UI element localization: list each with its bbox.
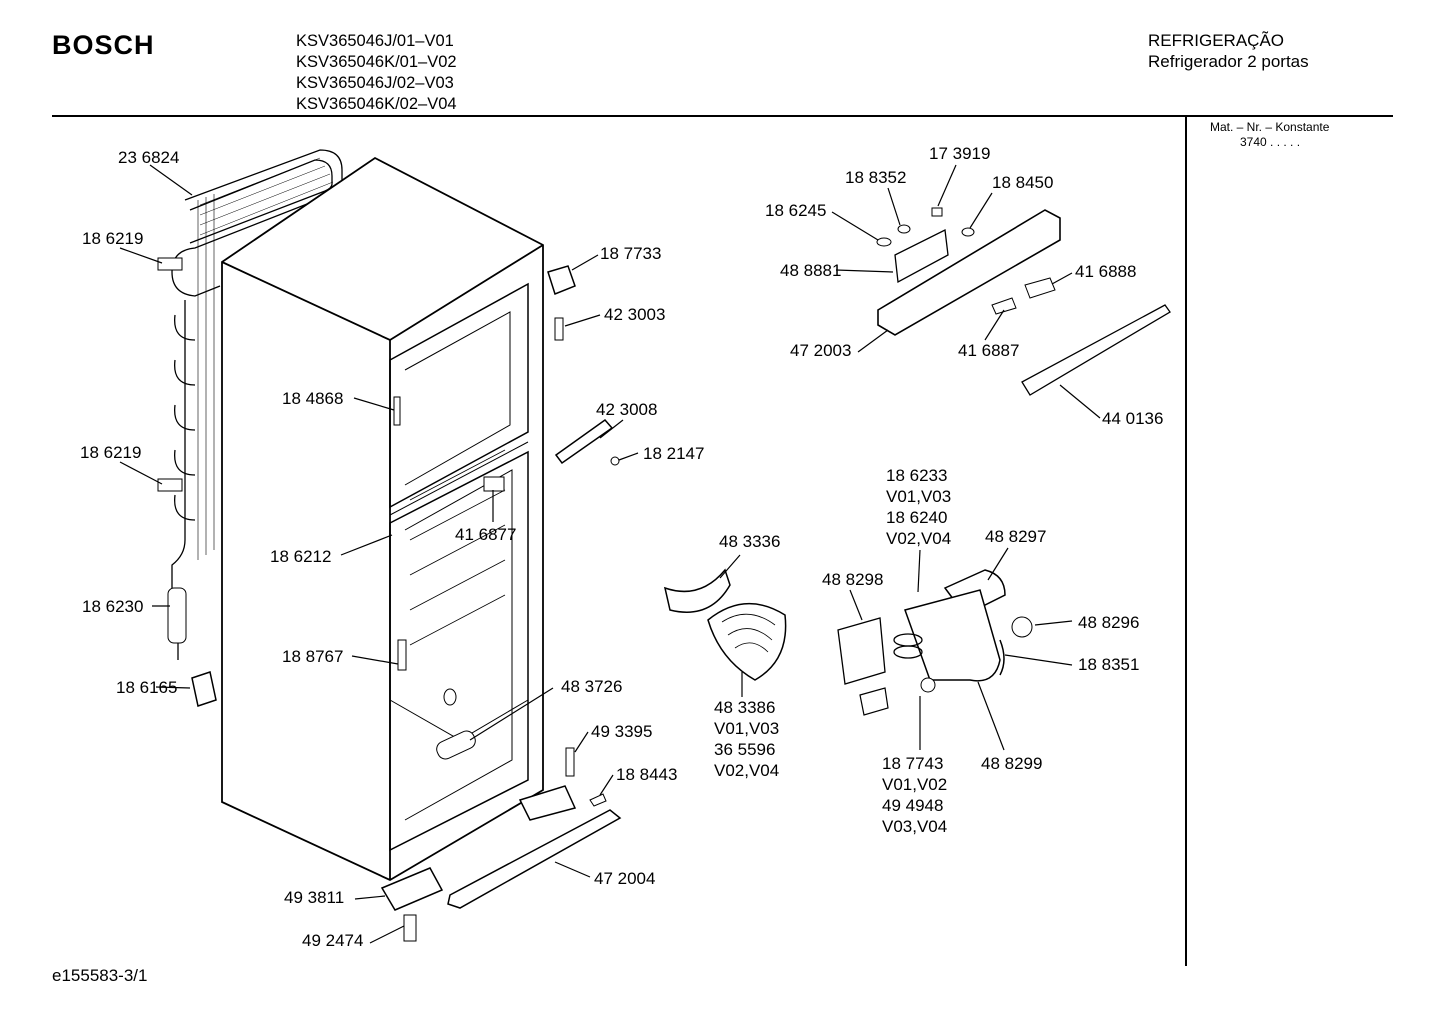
part-label-365596: 36 5596: [714, 740, 775, 759]
model-number-1: KSV365046J/01–V01: [296, 32, 454, 50]
model-number-4: KSV365046K/02–V04: [296, 95, 457, 113]
motor-187743-icon: [920, 677, 936, 693]
trim-strip-icon: [1021, 304, 1171, 396]
model-number-3: KSV365046J/02–V03: [296, 74, 454, 92]
hinge-bottom-icon: [518, 785, 577, 821]
label-416887-icon: [991, 297, 1017, 315]
sensor-186245-icon: [876, 237, 892, 247]
part-label-488297: 48 8297: [985, 527, 1046, 546]
part-label-416887: 41 6887: [958, 341, 1019, 360]
lamp-188450-icon: [961, 227, 975, 237]
part-label-483336: 48 3336: [719, 532, 780, 551]
leader-lines: [119, 164, 1101, 944]
drain-tube-icon: [436, 730, 476, 760]
part-label-416877: 41 6877: [455, 525, 516, 544]
part-label-186219-bottom: 18 6219: [80, 443, 141, 462]
part-label-173919: 17 3919: [929, 144, 990, 163]
part-label-186240-variants: V02,V04: [886, 529, 951, 548]
part-label-423003: 42 3003: [604, 305, 665, 324]
clamp-186165-icon: [191, 671, 217, 707]
drier-filter-icon: [167, 587, 187, 644]
control-panel-icon: [877, 209, 1061, 336]
part-label-186245: 18 6245: [765, 201, 826, 220]
part-label-186219-top: 18 6219: [82, 229, 143, 248]
thermostat-icon: [397, 639, 407, 671]
part-label-187743-variants: V01,V02: [882, 775, 947, 794]
label-416888-icon: [1024, 277, 1056, 299]
part-label-186233-variants: V01,V03: [886, 487, 951, 506]
part-label-186230: 18 6230: [82, 597, 143, 616]
shelf-support-icon: [483, 476, 505, 492]
part-label-488881: 48 8881: [780, 261, 841, 280]
fan-housing-488299-icon: [904, 589, 1001, 682]
part-label-186212: 18 6212: [270, 547, 331, 566]
hinge-493811-icon: [380, 867, 444, 911]
spring-188351-icon: [999, 639, 1005, 676]
fan-shroud-grille-icon: [721, 613, 776, 653]
pcb-488881-icon: [894, 229, 949, 284]
part-label-488298: 48 8298: [822, 570, 883, 589]
part-label-365596-variants: V02,V04: [714, 761, 779, 780]
fan-shroud-icon: [707, 603, 787, 681]
hinge-pin-icon: [554, 317, 564, 341]
pin-493395-icon: [565, 747, 575, 777]
part-label-488296: 48 8296: [1078, 613, 1139, 632]
part-label-494948: 49 4948: [882, 796, 943, 815]
part-labels: 23 6824 18 6219 18 6219 18 6230 18 6165 …: [80, 144, 1163, 950]
cap-188443-icon: [589, 793, 607, 807]
clip-186219-bottom-icon: [157, 478, 183, 492]
cabinet-body: [221, 156, 544, 882]
part-label-188351: 18 8351: [1078, 655, 1139, 674]
part-label-493395: 49 3395: [591, 722, 652, 741]
fan-cover-icon: [663, 568, 731, 613]
washer-icon: [610, 456, 620, 466]
part-label-494948-variants: V03,V04: [882, 817, 947, 836]
part-label-187743: 18 7743: [882, 754, 943, 773]
part-label-188443: 18 8443: [616, 765, 677, 784]
part-label-440136: 44 0136: [1102, 409, 1163, 428]
category-title: REFRIGERAÇÃO: [1148, 31, 1285, 50]
part-label-483386-variants: V01,V03: [714, 719, 779, 738]
part-label-492474: 49 2474: [302, 931, 363, 950]
lamp-188352-icon: [897, 224, 911, 234]
bracket-184868-icon: [393, 396, 401, 426]
clip-186219-top-icon: [157, 257, 183, 271]
part-label-188767: 18 8767: [282, 647, 343, 666]
part-label-186240: 18 6240: [886, 508, 947, 527]
part-label-423008: 42 3008: [596, 400, 657, 419]
diagram-code: e155583-3/1: [52, 966, 148, 985]
motor-bracket-488298-icon: [837, 617, 886, 685]
product-subtitle: Refrigerador 2 portas: [1148, 52, 1309, 71]
part-label-472003: 47 2003: [790, 341, 851, 360]
motor-coil-lower-icon: [893, 645, 923, 659]
fan-hub-488296-icon: [1011, 616, 1033, 638]
part-label-184868: 18 4868: [282, 389, 343, 408]
model-number-2: KSV365046K/01–V02: [296, 53, 457, 71]
mat-nr-value: 3740 . . . . .: [1240, 135, 1301, 149]
part-label-236824: 23 6824: [118, 148, 179, 167]
part-label-188352: 18 8352: [845, 168, 906, 187]
mat-nr-label: Mat. – Nr. – Konstante: [1210, 120, 1330, 134]
part-label-186233: 18 6233: [886, 466, 947, 485]
switch-173919-icon: [931, 207, 943, 217]
brand-logo: BOSCH: [52, 30, 155, 60]
hinge-top-icon: [547, 265, 576, 295]
part-label-472004: 47 2004: [594, 869, 655, 888]
part-label-416888: 41 6888: [1075, 262, 1136, 281]
part-label-483726: 48 3726: [561, 677, 622, 696]
part-label-186165: 18 6165: [116, 678, 177, 697]
connector-icon: [859, 687, 889, 716]
part-label-488299: 48 8299: [981, 754, 1042, 773]
part-label-493811: 49 3811: [284, 888, 344, 907]
part-label-483386: 48 3386: [714, 698, 775, 717]
hinge-middle-icon: [554, 418, 614, 465]
base-cover-icon: [447, 809, 622, 909]
part-label-188450: 18 8450: [992, 173, 1053, 192]
foot-screw-icon: [403, 914, 417, 942]
part-label-182147: 18 2147: [643, 444, 704, 463]
part-label-187733: 18 7733: [600, 244, 661, 263]
